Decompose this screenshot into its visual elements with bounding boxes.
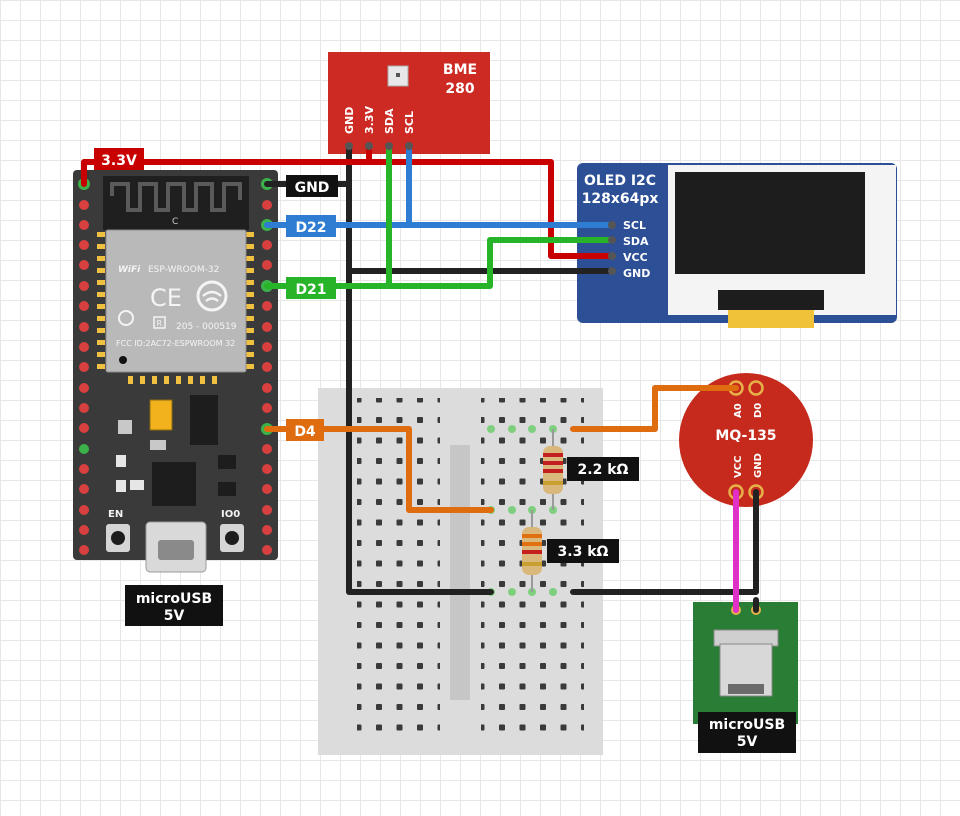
cert-number: 205 - 000519 — [176, 322, 237, 332]
bme280-sensor: BME 280 GND 3.3V SDA SCL — [328, 52, 490, 154]
bme280-title-line2: 280 — [445, 81, 474, 97]
transistor-b — [218, 482, 236, 496]
oled-pin-gnd-label: GND — [623, 267, 650, 280]
tag-3v3: 3.3V — [94, 148, 144, 170]
resistor-2k2 — [543, 429, 563, 510]
smd-part-c — [130, 480, 144, 490]
tag-usb-left: microUSB 5V — [125, 585, 223, 626]
wifi-signal-icon — [196, 280, 228, 312]
tag-d22: D22 — [286, 215, 336, 237]
esp32-board: C WiFi ESP-WROOM-32 CE R 205 - 000519 FC… — [73, 170, 278, 573]
oled-title-line1: OLED I2C — [584, 173, 656, 189]
io0-label: IO0 — [221, 509, 240, 520]
mq135-pin-d0-label: D0 — [753, 403, 764, 418]
antenna-label: C — [172, 217, 178, 227]
capacitor-tantalum — [149, 399, 173, 431]
tag-r2: 3.3 kΩ — [547, 539, 619, 563]
transistor-a — [218, 455, 236, 469]
recycle-icon — [118, 310, 134, 326]
smd-part-a — [118, 420, 132, 434]
oled-pin-scl-label: SCL — [623, 219, 646, 232]
wifi-logo-text: WiFi — [118, 265, 141, 275]
tag-d4-text: D4 — [294, 424, 316, 440]
usb-breakout-board — [693, 602, 798, 724]
bme280-pin-scl-label: SCL — [403, 111, 416, 134]
breadboard — [318, 388, 603, 755]
oled-pin-sda-label: SDA — [623, 235, 649, 248]
registered-mark-box — [153, 316, 166, 329]
breadboard-holes-left — [357, 398, 440, 743]
io0-button-cap[interactable] — [225, 531, 239, 545]
bme280-pin-sda-label: SDA — [383, 108, 396, 134]
usb-serial-chip — [152, 462, 196, 506]
oled-title-line2: 128x64px — [582, 191, 659, 207]
tag-usb-right-line2: 5V — [737, 734, 758, 750]
breadboard-center-channel — [450, 445, 470, 700]
resistor-3k3 — [522, 510, 542, 592]
wire-endpoints — [345, 142, 616, 275]
mq135-sensor: MQ-135 A0 D0 VCC GND — [679, 373, 813, 507]
oled-flex-connector — [718, 290, 824, 310]
tag-usb-right-line1: microUSB — [709, 717, 785, 733]
tag-usb-left-line1: microUSB — [136, 591, 212, 607]
tag-3v3-text: 3.3V — [101, 153, 137, 169]
bme280-pin-3v3-label: 3.3V — [363, 106, 376, 134]
tag-r2-text: 3.3 kΩ — [558, 544, 609, 560]
tag-usb-left-line2: 5V — [164, 608, 185, 624]
tag-d4: D4 — [286, 419, 324, 441]
en-button-cap[interactable] — [111, 531, 125, 545]
oled-display: OLED I2C 128x64px SCL SDA VCC GND — [577, 163, 897, 328]
tag-d22-text: D22 — [295, 220, 326, 236]
en-label: EN — [108, 509, 123, 520]
pin1-dot — [119, 356, 127, 364]
tag-r1: 2.2 kΩ — [567, 457, 639, 481]
bme280-title-line1: BME — [443, 62, 477, 78]
ce-mark: CE — [150, 284, 182, 312]
tag-gnd-text: GND — [295, 180, 330, 196]
wire-a0 — [570, 385, 739, 432]
wire-d4 — [264, 426, 494, 513]
tag-gnd: GND — [286, 175, 338, 197]
esp32-module-shield — [105, 229, 247, 373]
bme280-vent — [396, 73, 400, 77]
mq135-pin-a0-label: A0 — [733, 403, 744, 418]
led-a — [116, 455, 126, 467]
registered-mark: R — [157, 319, 163, 328]
module-name-text: ESP-WROOM-32 — [148, 265, 219, 275]
led-b — [116, 480, 126, 492]
oled-pin-vcc-label: VCC — [623, 251, 648, 264]
mq135-pin-gnd-label: GND — [753, 453, 764, 478]
tag-usb-right: microUSB 5V — [698, 712, 796, 753]
tag-r1-text: 2.2 kΩ — [578, 462, 629, 478]
oled-screen — [675, 172, 865, 274]
mq135-pin-vcc-label: VCC — [733, 456, 744, 478]
voltage-regulator — [190, 395, 218, 445]
fcc-id: FCC ID:2AC72-ESPWROOM 32 — [116, 339, 235, 348]
esp32-usb-socket — [158, 540, 194, 560]
esp32-left-pins — [78, 178, 90, 555]
wire-sda — [264, 237, 615, 289]
tag-d21: D21 — [286, 277, 336, 299]
usb-breakout-socket — [728, 684, 764, 694]
oled-flex-cable — [728, 310, 814, 328]
wire-gnd-mq135 — [570, 489, 759, 595]
bme280-pin-gnd-label: GND — [343, 107, 356, 134]
smd-part-b — [150, 440, 166, 450]
wire-gnd-main — [346, 143, 494, 595]
wire-3v3 — [81, 159, 615, 259]
mq135-name: MQ-135 — [715, 428, 776, 444]
tag-d21-text: D21 — [295, 282, 326, 298]
